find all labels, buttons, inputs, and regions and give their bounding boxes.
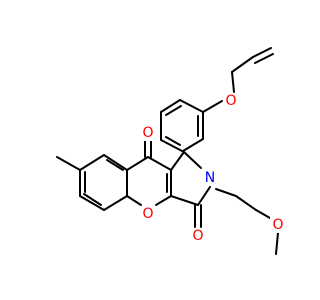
bond: [235, 195, 257, 211]
allyloxy-oxygen: O: [223, 93, 239, 109]
bond: [179, 99, 204, 113]
bond: [275, 232, 279, 255]
bond: [147, 156, 172, 171]
bond: [126, 156, 149, 171]
bond: [56, 156, 81, 171]
lactam-oxygen: O: [190, 228, 206, 244]
bond: [160, 139, 185, 153]
atom-label-O: O: [142, 125, 153, 141]
bond: [155, 195, 172, 206]
bond: [255, 209, 271, 219]
molecule-structure: O O O N O O: [56, 47, 286, 255]
atom-label-O: O: [225, 93, 236, 109]
bond: [183, 151, 202, 169]
atom-labels: O O O N O O: [140, 93, 286, 244]
atom-label-O: O: [142, 206, 153, 222]
bond: [231, 56, 254, 73]
bond: [170, 151, 185, 171]
bond: [202, 100, 223, 113]
bond: [103, 195, 128, 211]
atom-label-O: O: [192, 228, 203, 244]
bond: [197, 186, 211, 206]
bond: [182, 138, 204, 152]
atom-label-N: N: [205, 170, 215, 186]
methoxy-oxygen: O: [270, 217, 286, 233]
nitrogen: N: [202, 170, 218, 186]
bond: [170, 195, 199, 206]
bond: [126, 195, 142, 206]
bond: [231, 71, 235, 93]
bond: [79, 195, 105, 211]
bond: [252, 47, 272, 58]
atom-label-O: O: [272, 217, 283, 233]
bond: [165, 105, 182, 116]
bond: [103, 154, 128, 171]
bond-layer: [56, 47, 279, 255]
carbonyl-oxygen-top: O: [140, 125, 156, 141]
bond: [215, 188, 237, 197]
bond: [165, 136, 181, 146]
bond: [160, 99, 181, 113]
ring-oxygen: O: [140, 206, 156, 222]
bond: [83, 193, 102, 206]
bond: [254, 53, 274, 64]
bond: [79, 154, 105, 171]
bond: [106, 159, 124, 171]
